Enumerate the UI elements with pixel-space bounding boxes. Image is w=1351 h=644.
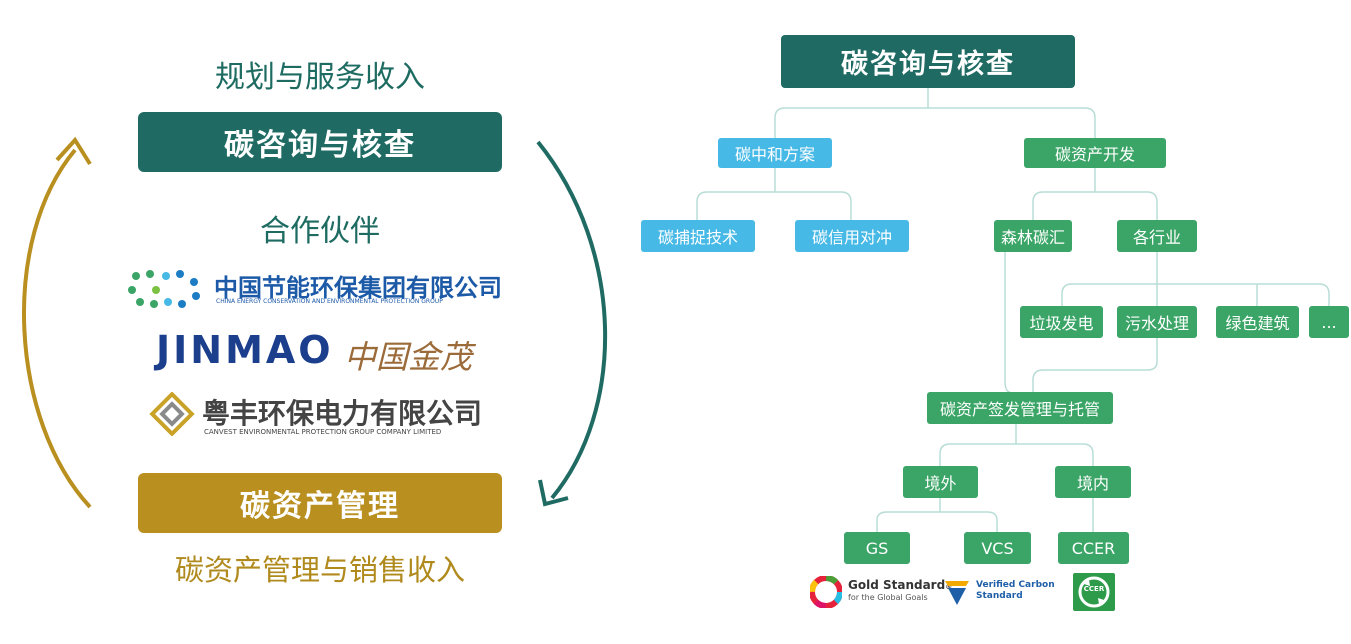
node-carbon-credit-offset: 碳信用对冲 <box>795 220 909 252</box>
sdg-wheel-icon <box>810 576 842 608</box>
vcs-line1: Verified Carbon <box>976 580 1055 590</box>
node-green-building: 绿色建筑 <box>1216 306 1299 338</box>
vcs-checkmark-icon <box>945 581 969 605</box>
service-revenue-caption: 规划与服务收入 <box>215 60 425 95</box>
partner-logo-cecep: 中国节能环保集团有限公司 CHINA ENERGY CONSERVATION A… <box>126 266 526 310</box>
ccer-logo: CCER <box>1073 573 1115 611</box>
node-gs: GS <box>844 532 910 564</box>
ccer-badge-label: CCER <box>1083 585 1105 593</box>
node-asset-issuance-custody: 碳资产签发管理与托管 <box>927 392 1113 424</box>
node-vcs: VCS <box>964 532 1031 564</box>
cecep-en-name: CHINA ENERGY CONSERVATION AND ENVIRONMEN… <box>216 298 443 305</box>
gold-standard-registered-mark: ® <box>945 583 953 591</box>
carbon-consulting-box: 碳咨询与核查 <box>138 112 502 172</box>
node-forest-sink: 森林碳汇 <box>994 220 1072 252</box>
cecep-dots-icon <box>128 270 200 308</box>
cecep-cn-name: 中国节能环保集团有限公司 <box>214 274 502 302</box>
jinmao-cn-name: 中国金茂 <box>344 338 473 376</box>
asset-sales-revenue-caption: 碳资产管理与销售收入 <box>174 553 465 587</box>
partner-logo-canvest: 粤丰环保电力有限公司 CANVEST ENVIRONMENTAL PROTECT… <box>148 390 508 440</box>
canvest-diamond-icon <box>149 392 195 436</box>
ccer-recycle-icon <box>1078 576 1110 608</box>
canvest-en-name: CANVEST ENVIRONMENTAL PROTECTION GROUP C… <box>204 428 442 436</box>
node-domestic: 境内 <box>1055 466 1131 498</box>
gold-standard-subtitle: for the Global Goals <box>848 593 928 602</box>
gold-standard-title: Gold Standard <box>848 578 946 592</box>
node-more-industries: ... <box>1309 306 1349 338</box>
vcs-logo: Verified Carbon Standard <box>944 576 1055 608</box>
node-overseas: 境外 <box>903 466 978 498</box>
canvest-cn-name: 粤丰环保电力有限公司 <box>202 397 483 430</box>
node-waste-power: 垃圾发电 <box>1020 306 1103 338</box>
node-ccer: CCER <box>1058 532 1129 564</box>
node-carbon-capture: 碳捕捉技术 <box>641 220 755 252</box>
jinmao-en-name: JINMAO <box>156 328 334 372</box>
node-carbon-asset-dev: 碳资产开发 <box>1024 138 1166 168</box>
node-carbon-neutral-plan: 碳中和方案 <box>718 138 832 168</box>
partner-logo-jinmao: JINMAO 中国金茂 <box>156 326 496 376</box>
gold-standard-logo: Gold Standard® for the Global Goals <box>810 574 952 610</box>
tree-root-consulting: 碳咨询与核查 <box>781 35 1075 88</box>
vcs-line2: Standard <box>976 591 1023 601</box>
carbon-asset-management-box: 碳资产管理 <box>138 473 502 533</box>
node-industries: 各行业 <box>1117 220 1197 252</box>
partners-label: 合作伙伴 <box>260 214 380 249</box>
node-sewage-treatment: 污水处理 <box>1117 306 1197 338</box>
